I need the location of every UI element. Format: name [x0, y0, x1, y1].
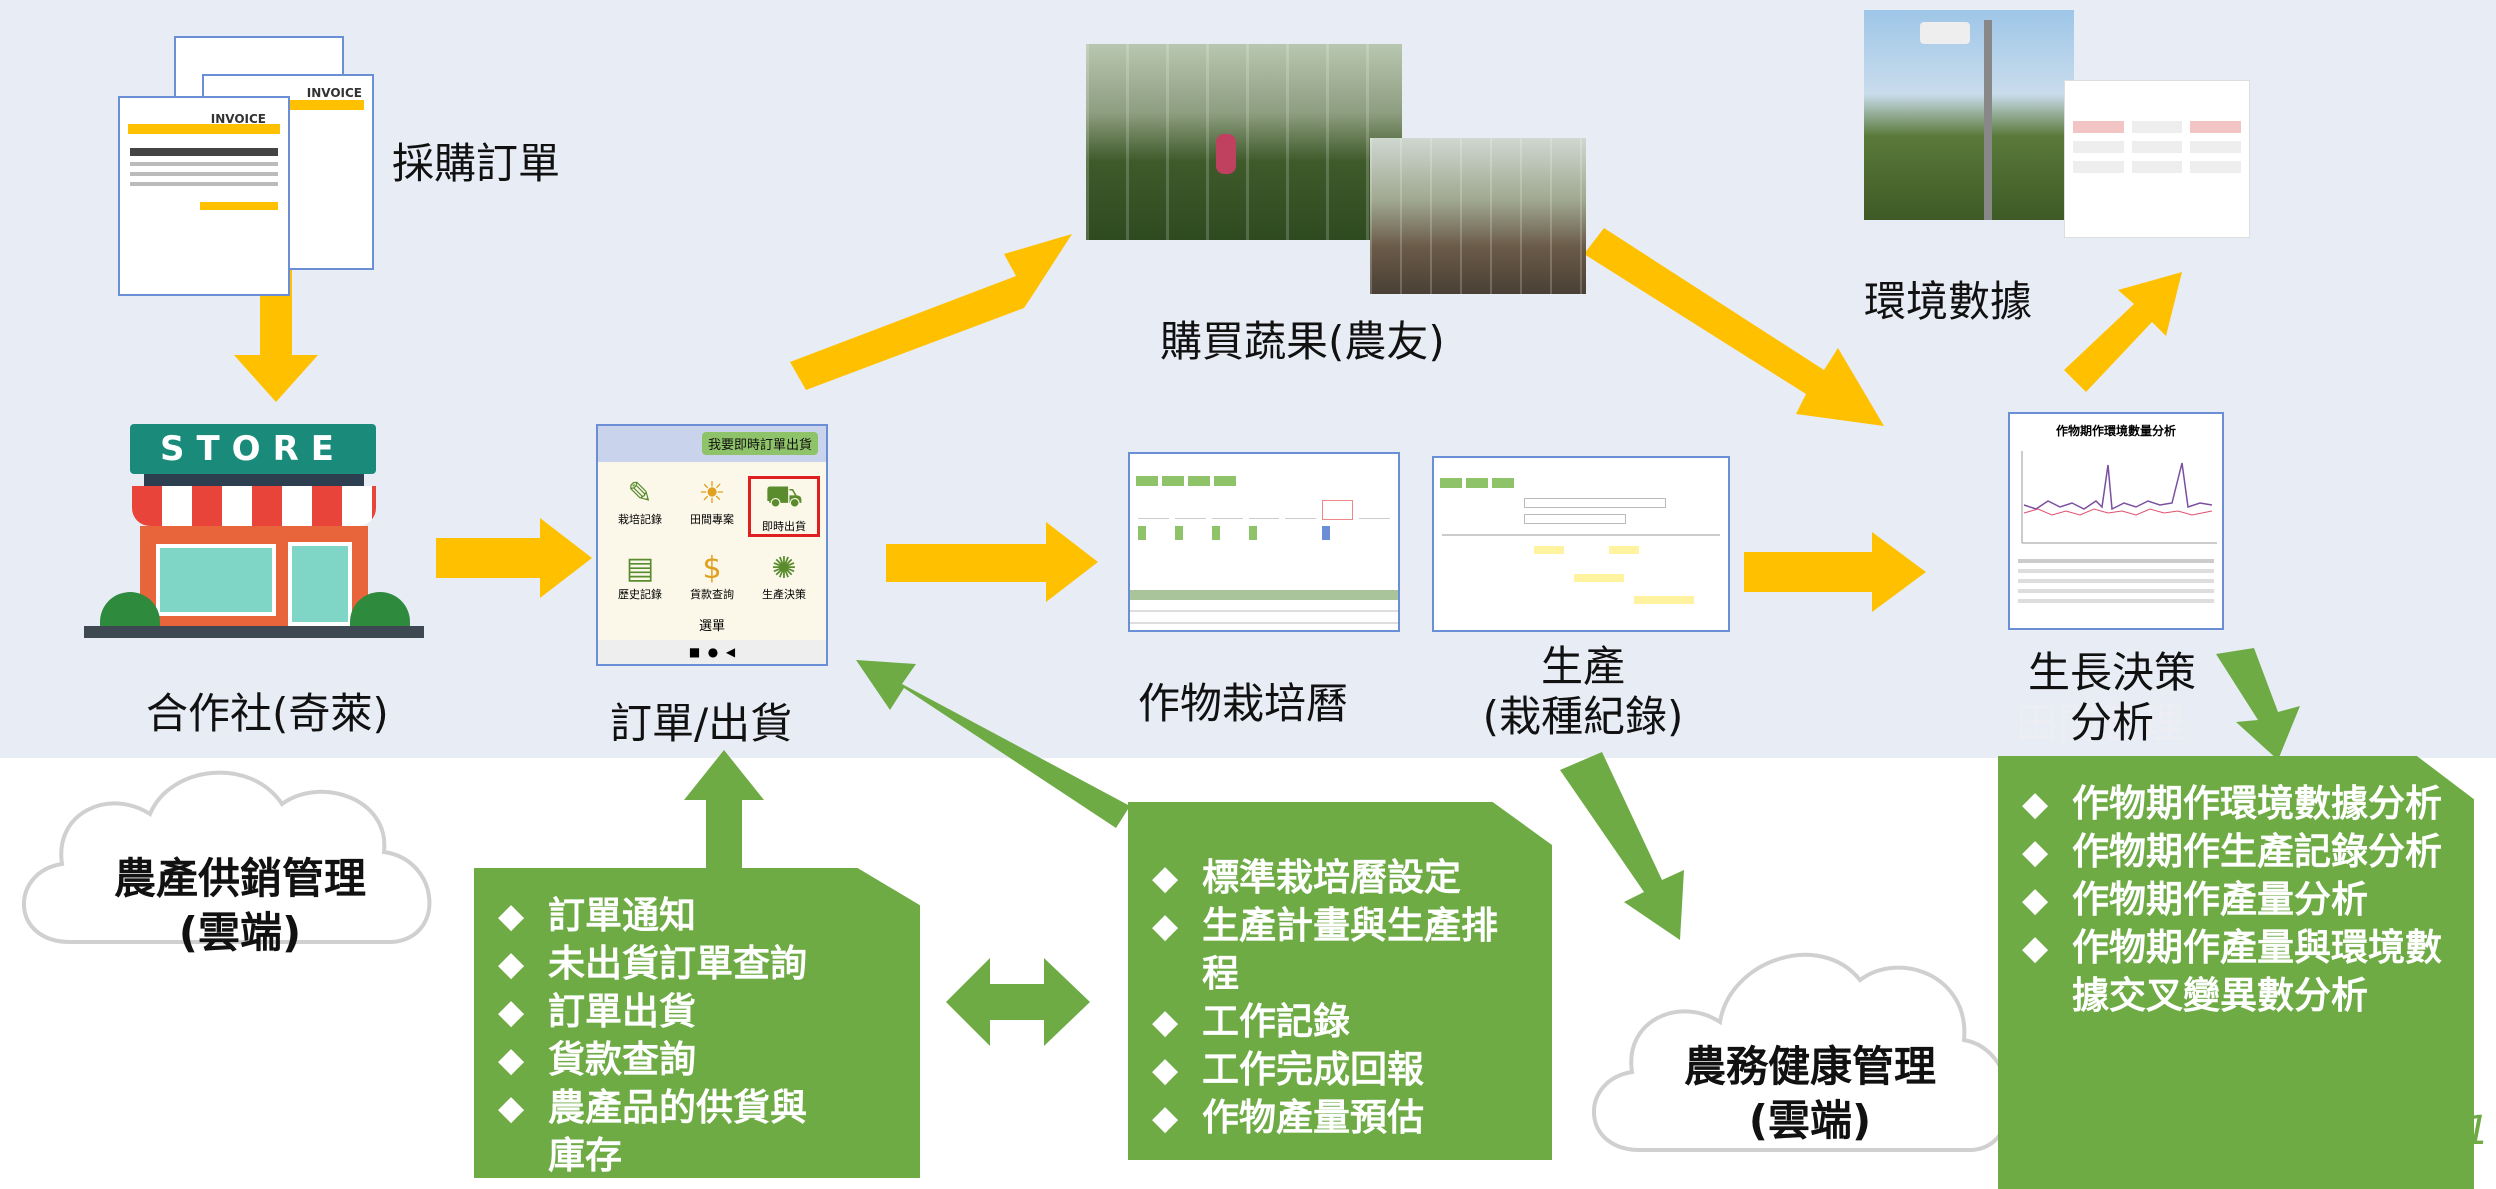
app-header-button: 我要即時訂單出貨	[701, 432, 818, 455]
feature-yield-analysis: 作物期作產量分析	[2014, 876, 2458, 924]
feature-env-analysis: 作物期作環境數據分析	[2014, 780, 2442, 828]
feature-yield-estimate: 作物產量預估	[1144, 1094, 1536, 1142]
feature-unshipped-query: 未出貨訂單查詢	[490, 940, 904, 988]
feature-production-plan: 生產計畫與生產排程	[1144, 902, 1532, 998]
arrow-order-to-calendar	[886, 522, 1098, 602]
arrow-greenhouse-to-analysis	[1584, 228, 1884, 426]
feature-work-report: 工作完成回報	[1144, 1046, 1536, 1094]
app-icon-history: ▤歷史記錄	[618, 551, 662, 601]
cloud-supply	[22, 770, 432, 944]
env-data-screenshot	[2064, 80, 2250, 238]
production-record-screenshot	[1432, 456, 1730, 632]
label-growth-decision: 生長決策 分析	[2012, 648, 2212, 748]
feature-payment-query: 貨款查詢	[490, 1036, 904, 1084]
cloud-supply-line2: (雲端)	[178, 908, 302, 957]
faint-overlay-label: 田間管理	[2016, 699, 2185, 748]
feature-production-record-analysis: 作物期作生產記錄分析	[2014, 828, 2442, 876]
cloud-supply-line1: 農產供銷管理	[113, 854, 366, 903]
app-icon-record: ✎栽培記錄	[618, 476, 662, 526]
arrow-box-to-order-diag	[856, 660, 1130, 828]
app-icon-ship: ⛟即時出貨	[748, 476, 820, 537]
arrow-double-boxes	[946, 958, 1090, 1046]
feature-order-ship: 訂單出貨	[490, 988, 904, 1036]
label-growth-decision-line1: 生長決策	[2027, 648, 2196, 697]
store-illustration: STORE	[84, 424, 424, 642]
features-orders-box: 訂單通知 未出貨訂單查詢 訂單出貨 貨款查詢 農產品的供貨與庫存	[474, 868, 920, 1178]
label-order-ship: 訂單/出貨	[610, 699, 793, 748]
app-menu: 選單	[698, 619, 725, 634]
arrow-production-to-health	[1560, 752, 1684, 940]
invoice-stack: INVOICE INVOICE	[118, 30, 378, 296]
label-env-data: 環境數據	[1864, 277, 2033, 326]
feature-standard-calendar: 標準栽培曆設定	[1144, 854, 1536, 902]
analysis-chart-title: 作物期作環境數量分析	[2055, 424, 2176, 438]
label-purchase-order: 採購訂單	[392, 139, 561, 188]
cloud-health	[1592, 952, 2012, 1152]
feature-work-record: 工作記錄	[1144, 998, 1536, 1046]
arrow-analysis-to-env	[2064, 272, 2182, 392]
app-icon-field: ☀田間專案	[690, 476, 734, 526]
sensor-field-photo	[1864, 10, 2074, 220]
arrow-store-to-order	[436, 518, 592, 598]
arrow-order-to-buy-produce	[790, 234, 1072, 390]
growth-analysis-screenshot: 作物期作環境數量分析	[2008, 412, 2224, 630]
label-growth-decision-line2: 分析	[2069, 698, 2154, 747]
app-icon-decision: ✺生產決策	[762, 551, 806, 601]
feature-order-notice: 訂單通知	[490, 892, 904, 940]
invoice-word-back: INVOICE	[306, 86, 362, 100]
arrow-box-to-order	[684, 750, 764, 868]
crop-calendar-screenshot	[1128, 452, 1400, 632]
order-app-screenshot: 我要即時訂單出貨 ✎栽培記錄 ☀田間專案 ⛟即時出貨 ▤歷史記錄 $貨款查詢 ✺…	[596, 424, 828, 666]
feature-supply-inventory: 農產品的供貨與庫存	[490, 1084, 838, 1178]
label-coop: 合作社(奇萊)	[146, 689, 389, 738]
greenhouse-photo-1	[1086, 44, 1402, 240]
greenhouse-photo-2	[1370, 138, 1586, 294]
analysis-line-chart	[2021, 451, 2217, 544]
cloud-health-line1: 農務健康管理	[1683, 1042, 1936, 1091]
store-sign: STORE	[130, 424, 376, 474]
arrow-production-to-analysis	[1744, 532, 1926, 612]
features-analysis-box: 作物期作環境數據分析 作物期作生產記錄分析 作物期作產量分析 作物期作產量與環境…	[1998, 756, 2474, 1189]
cloud-supply-text: 農產供銷管理 (雲端)	[60, 852, 420, 960]
arrow-analysis-to-box	[2216, 648, 2300, 760]
label-production-line2: (栽種紀錄)	[1482, 692, 1684, 741]
invoice-word: INVOICE	[210, 112, 266, 126]
features-planning-box: 標準栽培曆設定 生產計畫與生產排程 工作記錄 工作完成回報 作物產量預估	[1128, 802, 1552, 1160]
label-production: 生產 (栽種紀錄)	[1458, 642, 1708, 742]
label-buy-produce: 購買蔬果(農友)	[1160, 317, 1445, 366]
app-icon-payment: $貨款查詢	[690, 551, 734, 601]
page-number: 1	[2464, 1108, 2490, 1154]
label-crop-calendar: 作物栽培曆	[1138, 679, 1349, 728]
cloud-health-line2: (雲端)	[1748, 1096, 1872, 1145]
label-production-line1: 生產	[1540, 642, 1625, 691]
feature-cross-variance-analysis: 作物期作產量與環境數據交叉變異數分析	[2014, 924, 2442, 1020]
app-nav-bar: ■ ● ◀	[598, 640, 826, 664]
cloud-health-text: 農務健康管理 (雲端)	[1640, 1040, 1980, 1148]
arrow-invoice-to-store	[234, 244, 318, 402]
